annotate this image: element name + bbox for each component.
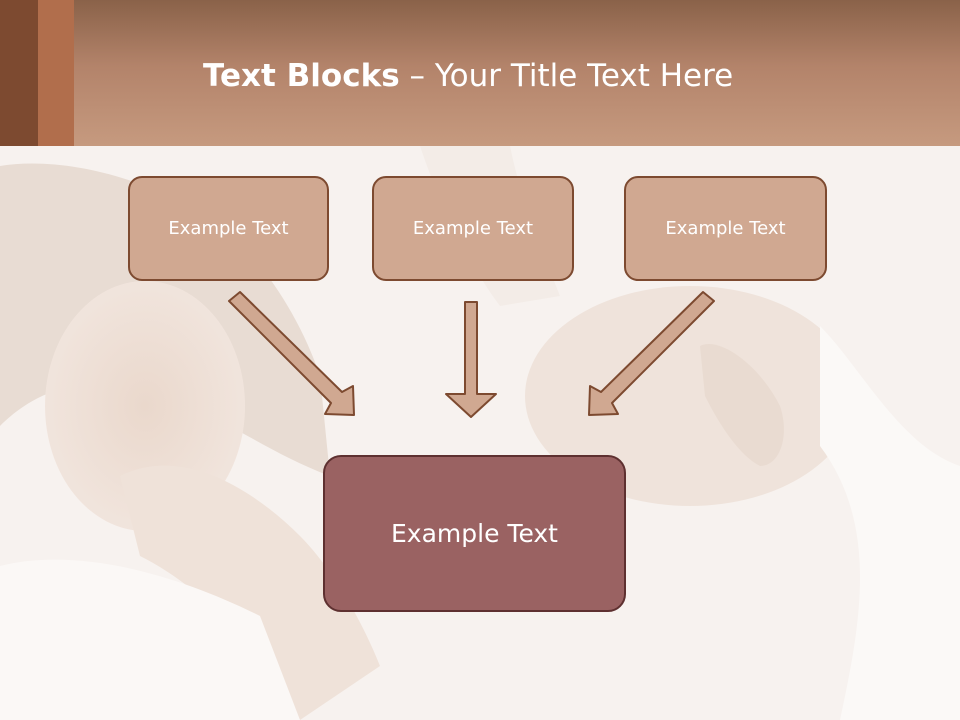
slide-title: Text Blocks – Your Title Text Here (203, 56, 733, 96)
block-1-label: Example Text (168, 218, 289, 239)
accent-strip-dark (0, 0, 38, 146)
arrow-down-icon (445, 301, 497, 418)
block-3-label: Example Text (665, 218, 786, 239)
title-bold: Text Blocks (203, 58, 400, 94)
example-text-block-3[interactable]: Example Text (624, 176, 827, 281)
main-block-label: Example Text (391, 519, 558, 548)
arrow-down-right-icon (228, 291, 355, 416)
example-text-main-block[interactable]: Example Text (323, 455, 626, 612)
header-bar (0, 0, 960, 146)
arrow-down-left-icon (588, 291, 715, 416)
accent-strip-light (38, 0, 74, 146)
example-text-block-2[interactable]: Example Text (372, 176, 574, 281)
block-2-label: Example Text (412, 218, 534, 239)
example-text-block-1[interactable]: Example Text (128, 176, 329, 281)
title-rest: – Your Title Text Here (399, 58, 734, 94)
